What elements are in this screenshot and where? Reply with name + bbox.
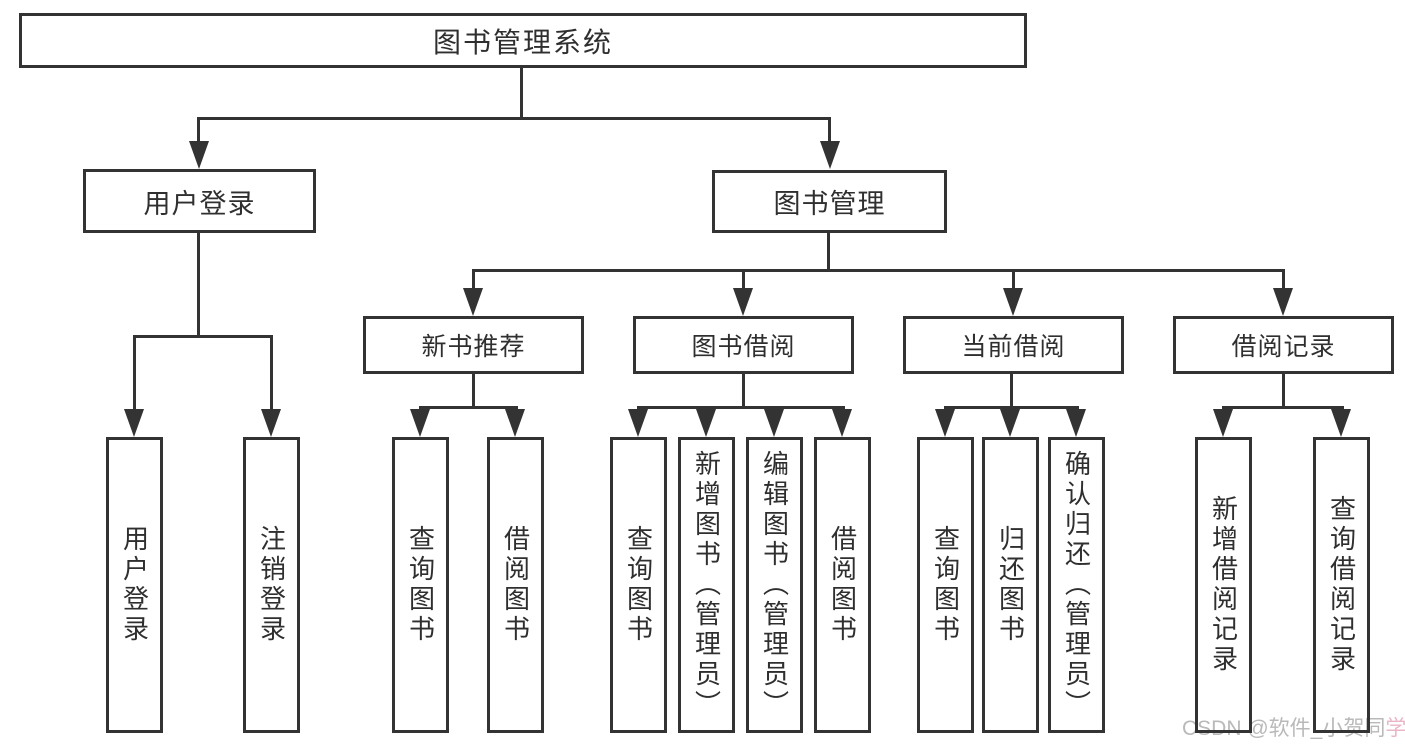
leaf-label: 编辑图书（管理员） xyxy=(759,450,790,720)
leaf-label: 借阅图书 xyxy=(827,525,858,645)
node-user-login: 用户登录 xyxy=(83,169,316,233)
connector-current-drop xyxy=(1010,373,1013,409)
arrow-down-icon xyxy=(733,288,753,316)
arrow-down-icon xyxy=(1000,409,1020,437)
arrow-down-icon xyxy=(410,409,430,437)
leaf-query-books-borrowing: 查询图书 xyxy=(610,437,667,733)
watermark-accent-text: 学 xyxy=(1385,717,1405,740)
leaf-label: 查询图书 xyxy=(623,525,654,645)
arrow-down-icon xyxy=(1213,409,1233,437)
node-book-management: 图书管理 xyxy=(712,170,947,233)
arrow-down-icon xyxy=(935,409,955,437)
connector-stub-user-login xyxy=(197,117,200,147)
arrow-down-icon xyxy=(505,409,525,437)
leaf-borrow-books: 借阅图书 xyxy=(814,437,871,733)
connector-stub-level3 xyxy=(1012,269,1015,294)
connector-borrowing-drop xyxy=(742,373,745,409)
arrow-down-icon xyxy=(261,409,281,437)
connector-stub-level3 xyxy=(742,269,745,294)
connector-borrowing-rail xyxy=(637,406,845,409)
node-book-borrowing: 图书借阅 xyxy=(633,316,854,374)
arrow-down-icon xyxy=(696,409,716,437)
leaf-label: 查询图书 xyxy=(930,525,961,645)
arrow-down-icon xyxy=(1273,288,1293,316)
leaf-label: 用户登录 xyxy=(119,525,150,645)
arrow-down-icon xyxy=(463,288,483,316)
csdn-watermark: CSDN @软件_小贺同学 xyxy=(1182,716,1405,741)
leaf-confirm-return-admin: 确认归还（管理员） xyxy=(1048,437,1105,733)
leaf-return-book: 归还图书 xyxy=(982,437,1039,733)
connector-root-drop xyxy=(520,67,523,118)
node-borrowing-records: 借阅记录 xyxy=(1173,316,1394,374)
node-library-management-system: 图书管理系统 xyxy=(19,13,1027,68)
connector-stub-leaf xyxy=(133,335,136,415)
arrow-down-icon xyxy=(189,141,209,169)
leaf-label: 新增借阅记录 xyxy=(1208,495,1239,675)
connector-records-drop xyxy=(1282,373,1285,409)
leaf-label: 归还图书 xyxy=(995,525,1026,645)
leaf-label: 查询图书 xyxy=(405,525,436,645)
leaf-borrow-books-recommend: 借阅图书 xyxy=(487,437,544,733)
leaf-user-login: 用户登录 xyxy=(106,437,163,733)
leaf-label: 新增图书（管理员） xyxy=(691,450,722,720)
connector-stub-level3 xyxy=(472,269,475,294)
leaf-add-book-admin: 新增图书（管理员） xyxy=(678,437,735,733)
connector-book-management-drop xyxy=(827,232,830,272)
connector-user-login-rail xyxy=(133,335,273,338)
connector-recommend-drop xyxy=(472,373,475,409)
leaf-query-books-recommend: 查询图书 xyxy=(392,437,449,733)
arrow-down-icon xyxy=(1066,409,1086,437)
arrow-down-icon xyxy=(124,409,144,437)
arrow-down-icon xyxy=(832,409,852,437)
arrow-down-icon xyxy=(628,409,648,437)
leaf-label: 确认归还（管理员） xyxy=(1061,450,1092,720)
leaf-label: 查询借阅记录 xyxy=(1326,495,1357,675)
arrow-down-icon xyxy=(764,409,784,437)
connector-stub-leaf xyxy=(270,335,273,415)
node-current-borrowing: 当前借阅 xyxy=(903,316,1124,374)
connector-records-rail xyxy=(1222,406,1344,409)
connector-user-login-drop xyxy=(197,232,200,338)
leaf-logout: 注销登录 xyxy=(243,437,300,733)
arrow-down-icon xyxy=(1331,409,1351,437)
arrow-down-icon xyxy=(1003,288,1023,316)
leaf-add-borrow-record: 新增借阅记录 xyxy=(1195,437,1252,733)
leaf-query-books-current: 查询图书 xyxy=(917,437,974,733)
connector-level3-rail xyxy=(472,269,1285,272)
leaf-label: 借阅图书 xyxy=(500,525,531,645)
arrow-down-icon xyxy=(820,141,840,169)
watermark-text: CSDN @软件_小贺同 xyxy=(1182,717,1386,740)
leaf-query-borrow-record: 查询借阅记录 xyxy=(1313,437,1370,733)
node-new-book-recommend: 新书推荐 xyxy=(363,316,584,374)
connector-recommend-rail xyxy=(419,406,518,409)
connector-stub-level3 xyxy=(1282,269,1285,294)
connector-root-rail xyxy=(197,117,831,120)
leaf-edit-book-admin: 编辑图书（管理员） xyxy=(746,437,803,733)
leaf-label: 注销登录 xyxy=(256,525,287,645)
connector-stub-book-management xyxy=(828,117,831,147)
